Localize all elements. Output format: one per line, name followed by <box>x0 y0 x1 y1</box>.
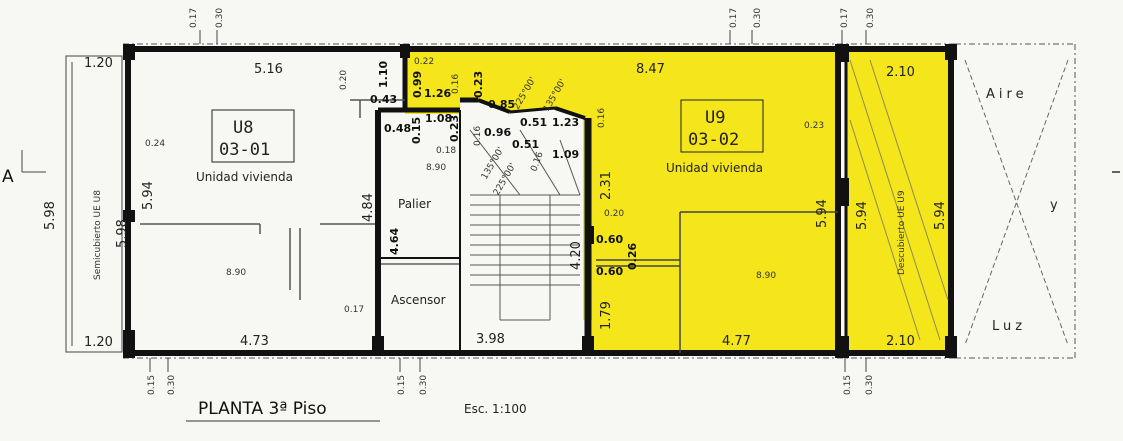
angle-2: 135°00' <box>542 78 568 114</box>
dim-108: 1.08 <box>425 112 452 125</box>
dim-051a: 0.51 <box>520 116 547 129</box>
tick-label: 0.30 <box>167 375 177 395</box>
stair-398: 3.98 <box>476 332 505 347</box>
u9-code: 03-02 <box>688 130 739 150</box>
stair-484: 4.84 <box>361 193 376 222</box>
u9-060a: 0.60 <box>596 233 623 246</box>
dim-016d: 0.16 <box>529 151 545 174</box>
tick-label: 0.30 <box>419 375 429 395</box>
dim-023c: 0.23 <box>804 121 824 131</box>
y-label: y <box>1050 198 1062 213</box>
stair <box>469 129 581 321</box>
aire-label: Aire <box>986 87 1028 102</box>
dim-024: 0.24 <box>145 139 165 149</box>
semicubierto-label: Semicubierto UE U8 <box>93 190 103 280</box>
dim-020: 0.20 <box>339 70 349 90</box>
dim-015: 0.15 <box>410 117 423 144</box>
u9-id: U9 <box>705 108 725 128</box>
u8-top-dimension: 5.16 <box>254 62 283 77</box>
dim-016c: 0.16 <box>473 126 483 146</box>
stair-420: 4.20 <box>569 241 584 270</box>
desc-bottom-dimension: 2.10 <box>886 334 915 349</box>
tick-label: 0.30 <box>215 8 225 28</box>
u8-level: 8.90 <box>226 268 246 278</box>
u8-bottom-dimension: 4.73 <box>240 334 269 349</box>
u8-partitions <box>140 99 405 300</box>
u9-top-dimension: 8.47 <box>636 62 665 77</box>
plan-scale: Esc. 1:100 <box>464 402 527 416</box>
palier-level: 8.90 <box>426 163 446 173</box>
u9-bottom-dimension: 4.77 <box>722 334 751 349</box>
u9-060b: 0.60 <box>596 265 623 278</box>
dim-085: 0.85 <box>488 98 515 111</box>
luz-label: Luz <box>992 319 1026 334</box>
ascensor-label: Ascensor <box>391 293 446 307</box>
u8-left-mid-dimension: 5.98 <box>115 219 130 248</box>
tick-label: 0.17 <box>729 8 739 28</box>
dim-017: 0.17 <box>344 305 364 315</box>
u8-code: 03-01 <box>219 140 270 160</box>
dim-123: 1.23 <box>552 116 579 129</box>
u9-179: 1.79 <box>599 301 614 330</box>
semi-bottom-dimension: 1.20 <box>84 335 113 350</box>
tick-label: 0.17 <box>840 8 850 28</box>
dim-016a: 0.16 <box>451 74 461 94</box>
dim-023b: 0.23 <box>448 115 461 142</box>
descubierto-label: Descubierto UE U9 <box>897 190 907 275</box>
bottom-tick-labels: 0.15 0.30 0.15 0.30 0.15 0.30 <box>147 375 875 395</box>
exterior-walls <box>125 46 954 356</box>
tick-label: 0.17 <box>189 8 199 28</box>
u8-id: U8 <box>233 118 253 138</box>
air-light-cross <box>964 59 1069 346</box>
top-tick-labels: 0.17 0.30 0.17 0.30 0.17 0.30 <box>189 8 876 28</box>
dim-126: 1.26 <box>424 87 451 100</box>
dim-099: 0.99 <box>411 71 424 98</box>
u8-left-outer-dimension: 5.98 <box>43 201 58 230</box>
descubierto-hatch <box>849 59 949 341</box>
desc-top-dimension: 2.10 <box>886 65 915 80</box>
dim-048: 0.48 <box>384 122 411 135</box>
palier-label: Palier <box>398 197 431 211</box>
angle-1: 225°00' <box>512 76 538 112</box>
dim-109: 1.09 <box>552 148 579 161</box>
wall-blocks <box>123 44 957 358</box>
tick-marks <box>21 30 867 372</box>
desc-left-dimension: 5.94 <box>855 201 870 230</box>
dim-051b: 0.51 <box>512 138 539 151</box>
reference-lines <box>123 43 1076 359</box>
tick-label: 0.30 <box>753 8 763 28</box>
stair-464: 4.64 <box>388 228 401 255</box>
dim-023a: 0.23 <box>472 71 485 98</box>
dim-096: 0.96 <box>484 126 511 139</box>
u9-231: 2.31 <box>599 171 614 200</box>
u9-020: 0.20 <box>604 209 624 219</box>
u9-right-dimension: 5.94 <box>815 199 830 228</box>
u9-use: Unidad vivienda <box>666 161 763 175</box>
dim-043: 0.43 <box>370 93 397 106</box>
u8-use: Unidad vivienda <box>196 170 293 184</box>
u9-level: 8.90 <box>756 271 776 281</box>
u8-left-inner-dimension: 5.94 <box>141 181 156 210</box>
dim-022: 0.22 <box>414 57 434 67</box>
plan-title: PLANTA 3ª Piso <box>198 399 327 419</box>
section-mark: A <box>2 167 14 187</box>
tick-label: 0.30 <box>866 8 876 28</box>
u9-partitions <box>596 211 838 353</box>
semi-top-dimension: 1.20 <box>84 56 113 71</box>
dim-016b: 0.16 <box>597 108 607 128</box>
semicubierto-outline <box>65 55 123 353</box>
tick-label: 0.30 <box>865 375 875 395</box>
tick-label: 0.15 <box>397 375 407 395</box>
tick-label: 0.15 <box>147 375 157 395</box>
tick-label: 0.15 <box>843 375 853 395</box>
desc-right-dimension: 5.94 <box>933 201 948 230</box>
unit-boxes <box>211 99 764 163</box>
dim-110: 1.10 <box>377 61 390 88</box>
dim-018: 0.18 <box>436 146 456 156</box>
u9-026: 0.26 <box>626 243 639 270</box>
